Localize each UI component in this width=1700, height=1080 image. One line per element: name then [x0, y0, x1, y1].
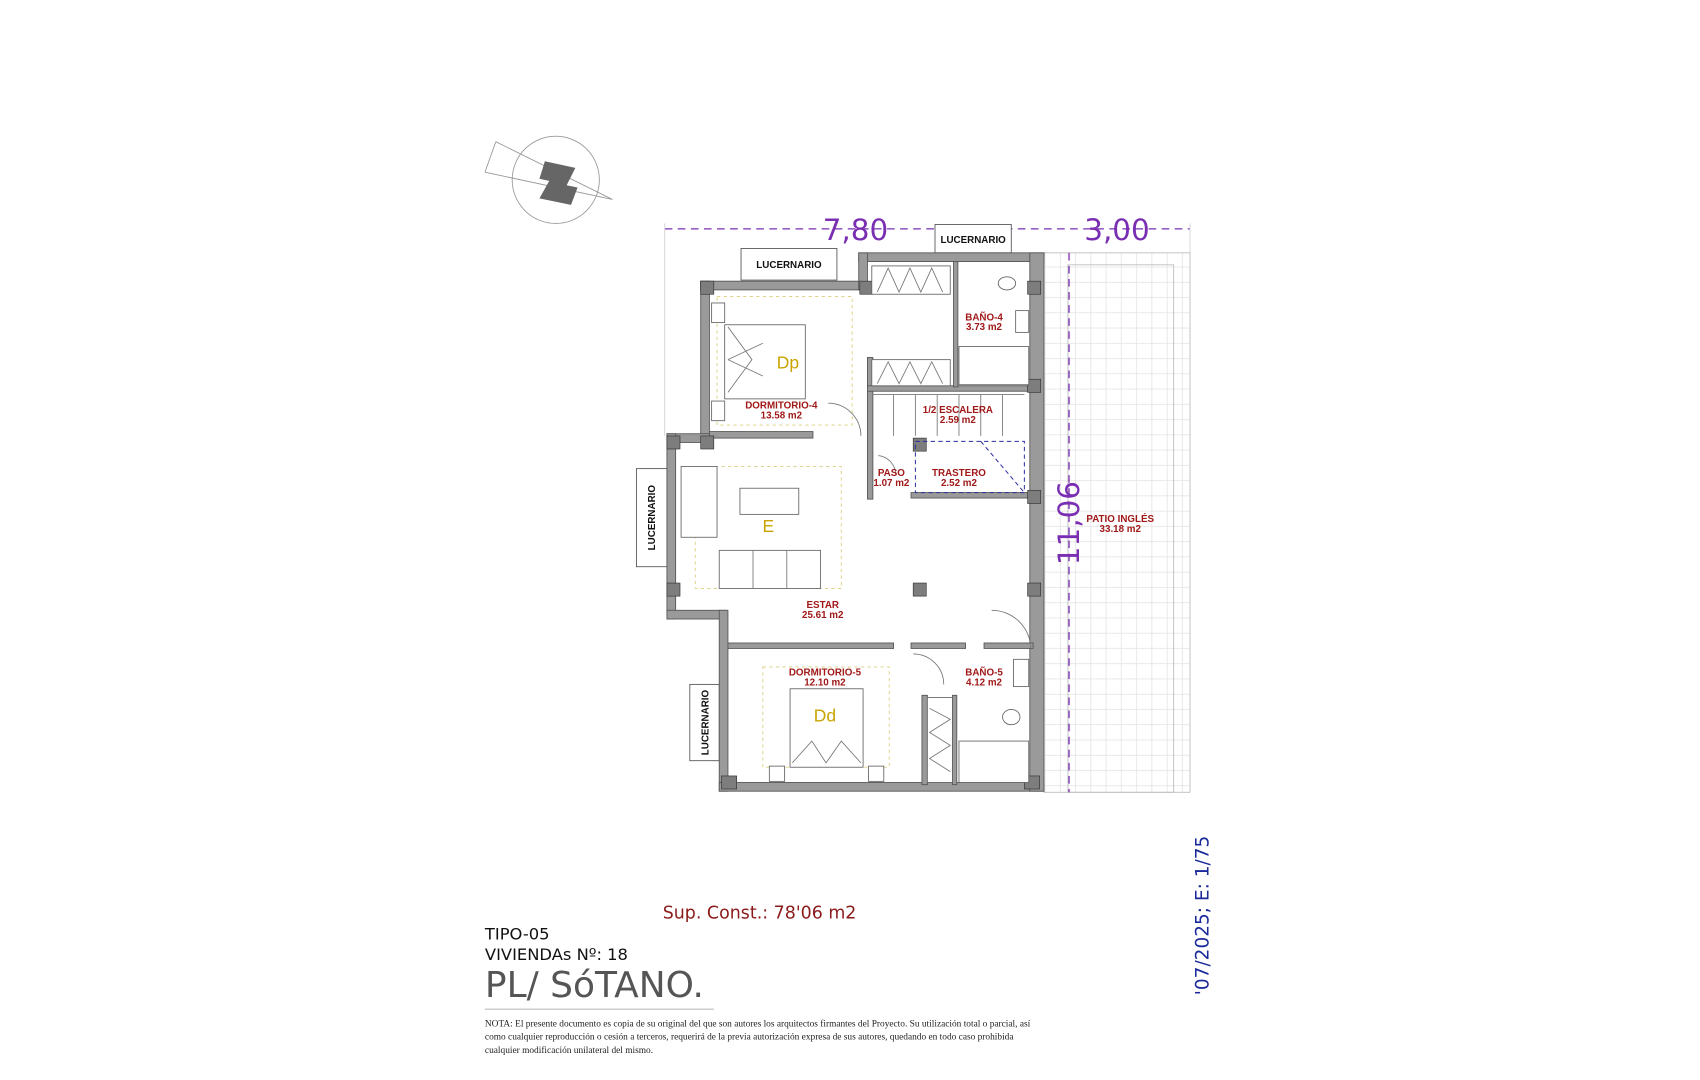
note-line-3: cualquier modificación unilateral del mi… — [485, 1045, 653, 1056]
room-patio-ingles: PATIO INGLÉS 33.18 m2 — [1086, 513, 1154, 535]
svg-text:BAÑO-4: BAÑO-4 — [965, 312, 1003, 323]
note-line-1: NOTA: El presente documento es copia de … — [485, 1019, 1031, 1030]
dimension-depth: 11,06 — [1052, 252, 1086, 793]
svg-text:DORMITORIO-4: DORMITORIO-4 — [745, 401, 818, 412]
room-dormitorio-4: DORMITORIO-4 13.58 m2 — [745, 401, 818, 422]
zone-dp: Dp — [777, 352, 799, 372]
room-dormitorio-5: DORMITORIO-5 12.10 m2 — [789, 668, 862, 689]
svg-text:PATIO INGLÉS: PATIO INGLÉS — [1086, 513, 1154, 525]
dimension-width-patio: 3,00 — [1084, 213, 1149, 247]
svg-text:25.61 m2: 25.61 m2 — [802, 610, 844, 621]
skylight-bottom-left: LUCERNARIO — [689, 683, 720, 762]
skylight-top-left: LUCERNARIO — [740, 248, 838, 281]
room-estar: ESTAR 25.61 m2 — [802, 600, 844, 621]
furniture — [680, 265, 1032, 783]
zone-e: E — [762, 516, 774, 536]
note-line-2: como cualquier reproducción o cesión a t… — [485, 1033, 1014, 1043]
north-arrow-icon — [484, 135, 613, 224]
house-type: TIPO-05 — [484, 924, 550, 943]
svg-text:2.52 m2: 2.52 m2 — [941, 478, 977, 489]
skylight-left: LUCERNARIO — [635, 468, 668, 568]
svg-text:12.10 m2: 12.10 m2 — [804, 677, 846, 688]
svg-text:LUCERNARIO: LUCERNARIO — [756, 260, 822, 271]
room-paso: PASO 1.07 m2 — [873, 468, 909, 489]
svg-text:ESTAR: ESTAR — [807, 600, 839, 611]
svg-text:1/2 ESCALERA: 1/2 ESCALERA — [923, 405, 993, 416]
zone-dd: Dd — [814, 705, 836, 725]
svg-text:1.07 m2: 1.07 m2 — [873, 478, 909, 489]
constructed-surface: Sup. Const.: 78'06 m2 — [663, 904, 857, 924]
room-bano-4: BAÑO-4 3.73 m2 — [965, 312, 1003, 333]
svg-text:2.59 m2: 2.59 m2 — [940, 415, 976, 426]
skylight-top-right: LUCERNARIO — [934, 224, 1012, 254]
svg-text:PASO: PASO — [878, 468, 905, 479]
svg-text:13.58 m2: 13.58 m2 — [761, 410, 803, 421]
svg-text:TRASTERO: TRASTERO — [932, 468, 986, 479]
units-count: VIVIENDAs Nº: 18 — [485, 945, 628, 964]
svg-text:LUCERNARIO: LUCERNARIO — [700, 690, 711, 756]
svg-text:33.18 m2: 33.18 m2 — [1100, 524, 1142, 535]
svg-text:LUCERNARIO: LUCERNARIO — [647, 485, 658, 551]
dimension-width-main: 7,80 — [823, 213, 888, 247]
svg-text:3.73 m2: 3.73 m2 — [966, 322, 1002, 333]
svg-text:BAÑO-5: BAÑO-5 — [965, 668, 1003, 679]
svg-text:LUCERNARIO: LUCERNARIO — [940, 235, 1006, 246]
room-escalera: 1/2 ESCALERA 2.59 m2 — [923, 405, 993, 426]
dimension-depth-label: 11,06 — [1052, 481, 1086, 565]
svg-text:DORMITORIO-5: DORMITORIO-5 — [789, 668, 862, 679]
pillars — [666, 280, 1042, 790]
room-bano-5: BAÑO-5 4.12 m2 — [965, 668, 1003, 689]
room-trastero: TRASTERO 2.52 m2 — [932, 468, 986, 489]
dimension-top: 7,80 3,00 — [664, 213, 1191, 436]
floor-title: PL/ SóTANO. — [485, 965, 704, 1006]
patio-ingles — [1043, 252, 1191, 793]
date-scale-stamp: '07/2025; E: 1/75 — [1193, 836, 1214, 996]
svg-text:4.12 m2: 4.12 m2 — [966, 677, 1002, 688]
